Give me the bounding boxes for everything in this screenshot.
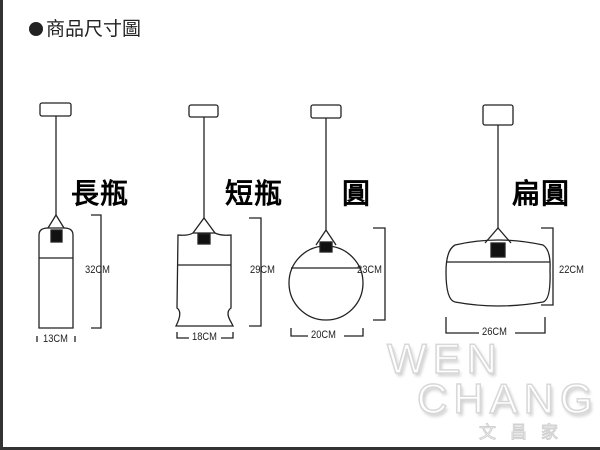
height-globe: 23CM (357, 264, 382, 276)
height-long-bottle: 32CM (85, 264, 110, 276)
lamp-name-short-bottle: 短瓶 (225, 177, 284, 210)
lamp-drawings (36, 102, 554, 342)
height-flat-globe: 22CM (559, 264, 584, 276)
bullet-icon (29, 22, 43, 36)
watermark-line3: 文昌家具 (479, 423, 572, 444)
width-flat-globe: 26CM (482, 326, 507, 338)
width-short-bottle: 18CM (192, 331, 217, 343)
lamp-short-bottle (174, 104, 262, 339)
lamp-long-bottle (36, 102, 102, 342)
watermark-line2: CHANG (416, 374, 599, 423)
width-long-bottle: 13CM (43, 333, 68, 345)
height-short-bottle: 29CM (250, 264, 275, 276)
lamp-name-globe: 圓 (342, 177, 372, 210)
lamp-name-flat-globe: 扁圓 (512, 177, 571, 210)
watermark-line1: WEN (386, 334, 503, 383)
lamp-flat-globe (445, 104, 554, 334)
lamp-globe (288, 104, 386, 337)
lamp-name-long-bottle: 長瓶 (71, 177, 130, 210)
page-title: 商品尺寸圖 (29, 14, 141, 41)
width-globe: 20CM (311, 329, 336, 341)
title-text: 商品尺寸圖 (46, 18, 142, 40)
